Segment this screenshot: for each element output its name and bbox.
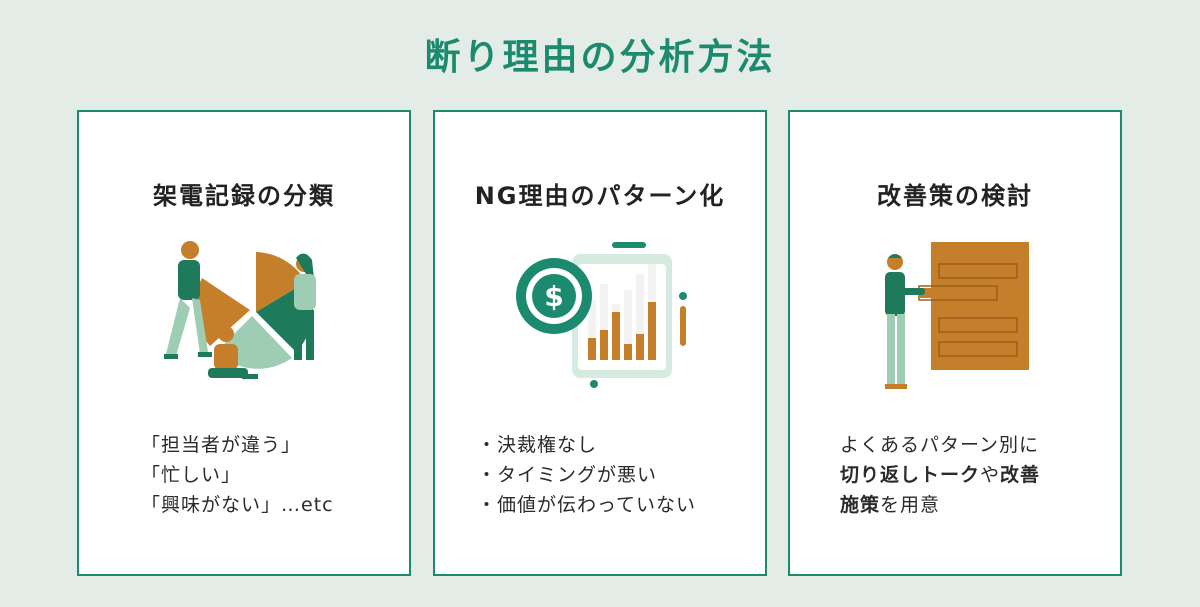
card-body: ・決裁権なし ・タイミングが悪い ・価値が伝わっていない xyxy=(477,430,696,520)
body-text: や xyxy=(980,464,1001,486)
card-call-record-classification: 架電記録の分類 「担当者が違う」 「忙しい」 「興味がない」…etc xyxy=(77,110,411,576)
card-heading: NG理由のパターン化 xyxy=(474,182,726,210)
body-line: ・決裁権なし xyxy=(477,434,598,456)
card-improvement-review: 改善策の検討 よくあるパターン別に 切り返しトークや改善 施策を用意 xyxy=(788,110,1122,576)
svg-text:$: $ xyxy=(544,280,563,313)
bold-text: 改善 xyxy=(1000,464,1041,486)
card-heading: 改善策の検討 xyxy=(877,182,1033,210)
person-with-product-board-icon xyxy=(885,242,1029,389)
card-heading: 架電記録の分類 xyxy=(153,182,335,210)
bold-text: 切り返しトーク xyxy=(840,464,981,486)
bold-text: 施策 xyxy=(840,494,881,516)
body-line: 「興味がない」…etc xyxy=(141,494,334,516)
body-line: 「忙しい」 xyxy=(141,464,242,486)
body-line: よくあるパターン別に xyxy=(840,434,1040,456)
body-line: 切り返しトークや改善 xyxy=(840,460,1040,490)
card-body: 「担当者が違う」 「忙しい」 「興味がない」…etc xyxy=(141,430,334,520)
body-line: 「担当者が違う」 xyxy=(141,434,302,456)
body-line: 施策を用意 xyxy=(840,490,1040,520)
team-analyzing-pie-chart-icon xyxy=(164,241,316,379)
body-line: ・価値が伝わっていない xyxy=(477,494,697,516)
dollar-coin-bar-chart-icon: $ xyxy=(516,242,687,388)
body-line: ・タイミングが悪い xyxy=(477,464,658,486)
card-ng-reason-patterns: NG理由のパターン化 $ ・決裁権なし ・タイミングが悪い ・価値が伝わっていな xyxy=(433,110,767,576)
body-text: を用意 xyxy=(880,494,941,516)
page-title: 断り理由の分析方法 xyxy=(424,37,776,78)
card-body: よくあるパターン別に 切り返しトークや改善 施策を用意 xyxy=(840,430,1040,520)
